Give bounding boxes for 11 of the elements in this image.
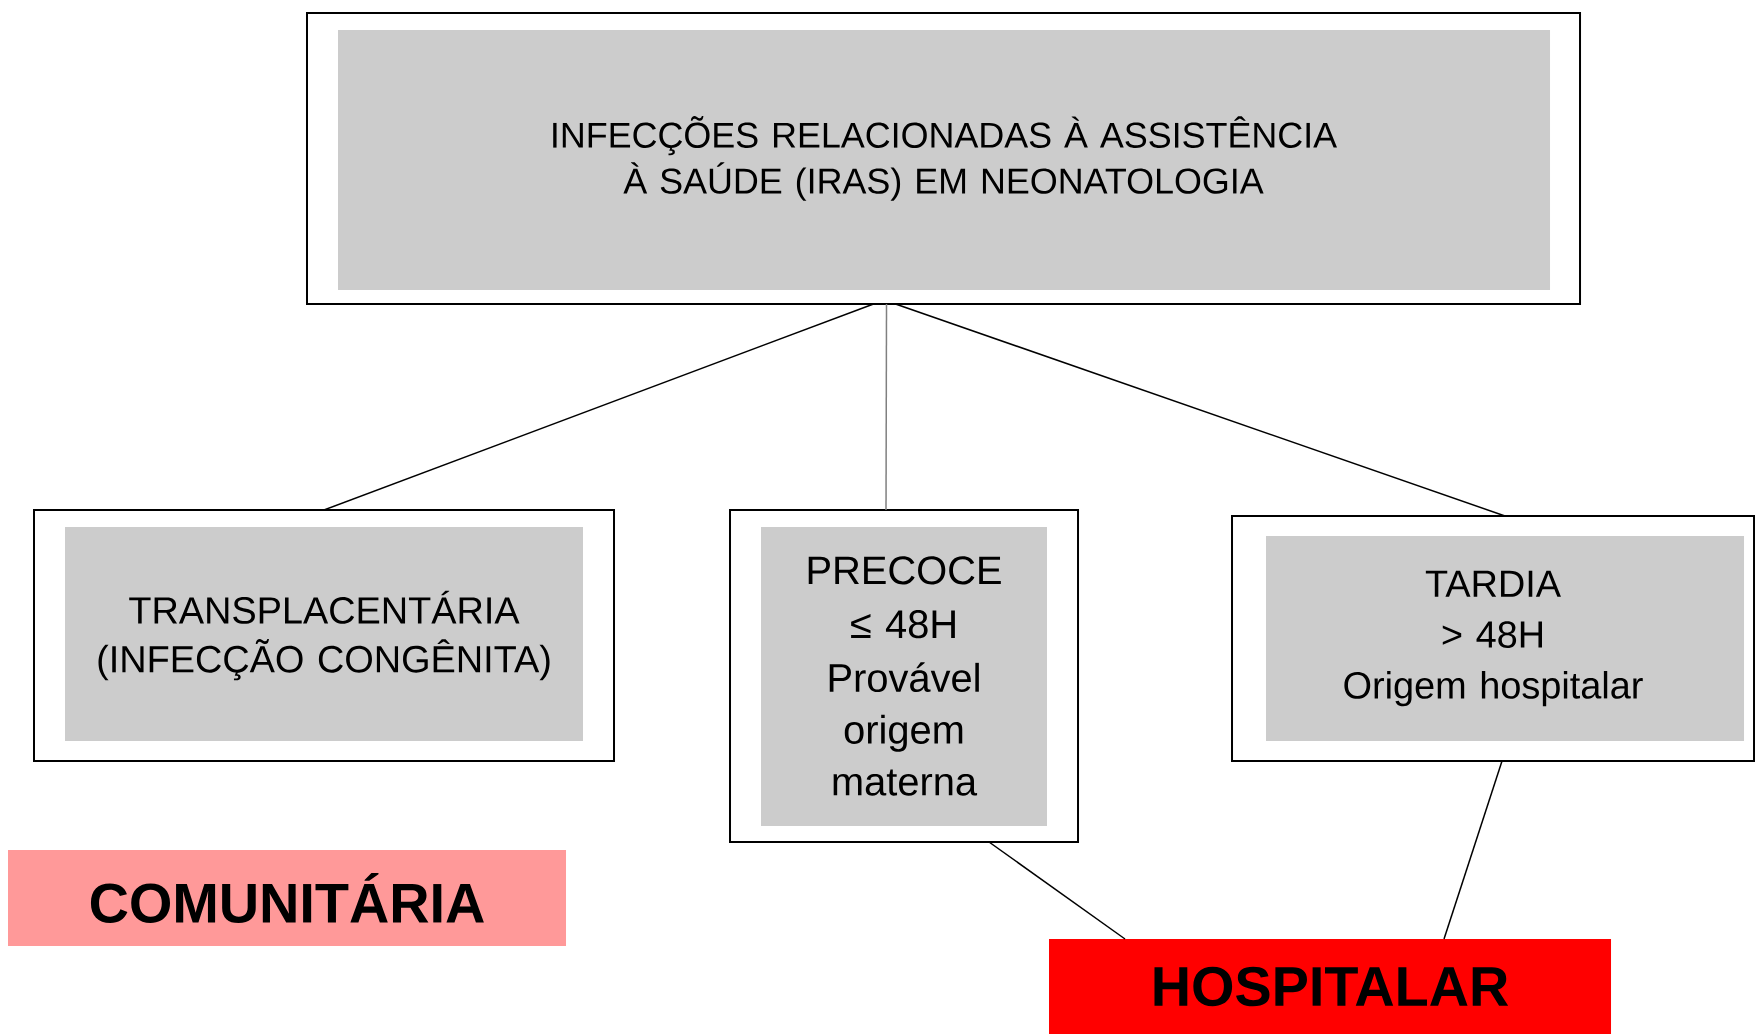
category-box: TARDIA > 48H Origem hospitalar — [1231, 515, 1755, 762]
connector-line — [885, 303, 888, 511]
connector-line — [988, 841, 1126, 940]
connector-line — [894, 303, 1506, 517]
connector-line — [323, 303, 875, 511]
connector-line — [1443, 760, 1503, 940]
origin-box: COMUNITÁRIA — [8, 850, 566, 946]
origin-box: HOSPITALAR — [1049, 939, 1611, 1034]
category-box: TRANSPLACENTÁRIA (INFECÇÃO CONGÊNITA) — [33, 509, 615, 762]
category-box: INFECÇÕES RELACIONADAS À ASSISTÊNCIA À SAÚDE (IRAS) EM NEONATOLOGIA — [306, 12, 1581, 305]
category-box: PRECOCE ≤ 48H Provável origem materna — [729, 509, 1079, 843]
